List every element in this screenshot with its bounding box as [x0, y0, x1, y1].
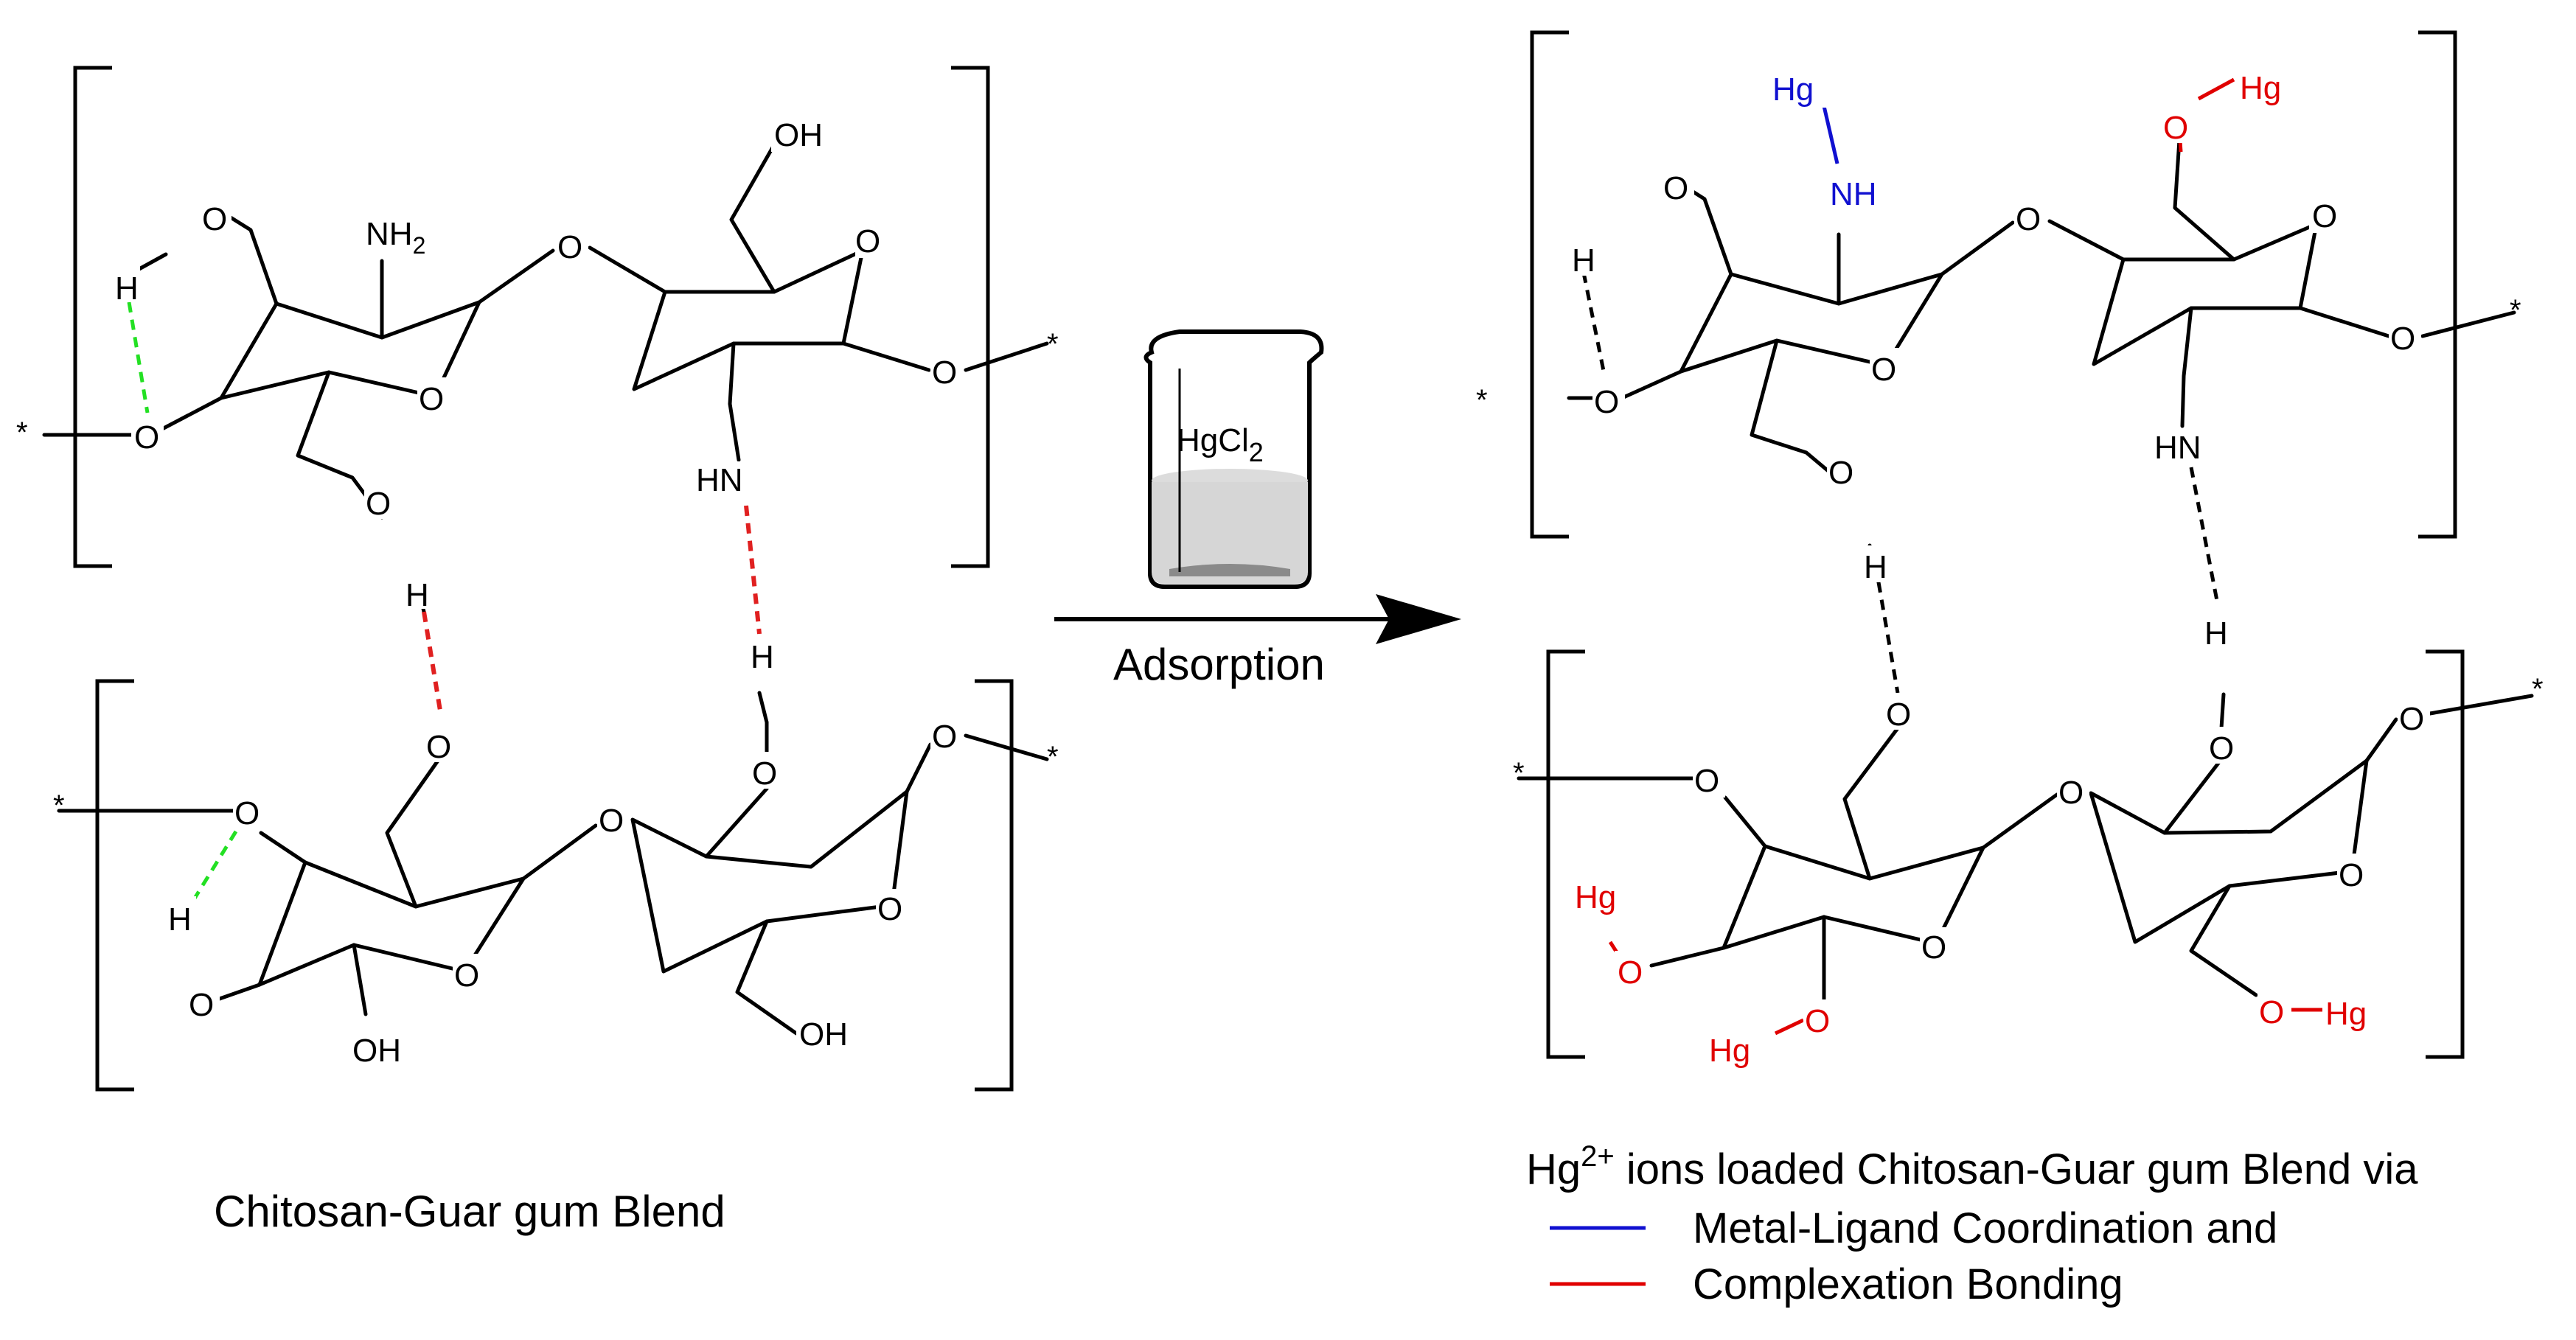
atom-o: O [855, 223, 880, 259]
atom-nh2: NH2 [366, 216, 425, 259]
atom-hn: HN [2154, 430, 2201, 466]
atom-o: O [2058, 775, 2084, 811]
right-bracket-bottom-open [1546, 649, 1585, 1059]
atom-h: H [115, 271, 139, 307]
atom-o: O [366, 486, 391, 522]
chain-end-star: * [1513, 757, 1525, 789]
right-inter-hbond-hydroxyl [1876, 582, 1900, 694]
complexation-bond [2197, 77, 2235, 101]
atom-o: O [1694, 763, 1719, 799]
left-upper-ring-b [632, 145, 1049, 462]
chain-end-star: * [1047, 741, 1059, 773]
atom-o: O [1886, 697, 1911, 733]
atom-hg: Hg [2240, 70, 2281, 106]
right-intra-hbond [1581, 272, 1606, 375]
atom-o: O [557, 229, 582, 265]
right-inter-hbond-amine [2189, 467, 2220, 605]
legend-title: Hg2+ ions loaded Chitosan-Guar gum Blend… [1526, 1140, 2418, 1193]
right-structure: O H O * Hg NH O O H O O Hg O O * [1476, 30, 2544, 1308]
atom-h: H [1864, 549, 1887, 585]
atom-oh: OH [799, 1016, 848, 1053]
atom-hg: Hg [1709, 1033, 1750, 1069]
atom-o: O [599, 803, 624, 839]
beaker-icon: HgCl2 [1143, 329, 1324, 589]
right-bracket-top-open [1530, 30, 1569, 539]
left-intra-hbond-top [127, 301, 150, 413]
chain-end-star: * [2532, 673, 2544, 705]
atom-o: O [752, 756, 777, 792]
atom-o: O [234, 795, 260, 831]
atom-o: O [202, 201, 227, 237]
left-bracket-bottom-close [975, 679, 1014, 1092]
legend-item-complexation: Complexation Bonding [1693, 1260, 2123, 1308]
atom-o: O [2016, 201, 2041, 237]
left-structure-caption: Chitosan-Guar gum Blend [214, 1187, 725, 1236]
atom-o: O [189, 987, 214, 1023]
complexation-bond [1774, 1018, 1805, 1036]
left-bracket-top-close [951, 66, 990, 568]
atom-hg: Hg [1772, 71, 1814, 108]
chain-end-star: * [53, 789, 65, 822]
atom-oh: OH [774, 117, 823, 153]
left-lower-ring-d [630, 691, 1049, 1036]
right-bracket-top-close [2418, 30, 2457, 539]
atom-o: O [2390, 321, 2415, 357]
left-bracket-top-open [73, 66, 112, 568]
left-structure: O H O * NH2 O O H O OH O O * HN [16, 66, 1059, 1236]
reaction-arrow-head [1376, 594, 1461, 644]
atom-hg: Hg [1575, 879, 1616, 915]
atom-o: O [1921, 929, 1946, 966]
left-intra-hbond-bottom [191, 830, 238, 902]
atom-o: O [1805, 1003, 1830, 1039]
atom-o: O [1828, 455, 1853, 491]
atom-o: O [1594, 384, 1619, 420]
chain-end-star: * [1476, 384, 1488, 416]
atom-o: O [932, 719, 957, 755]
left-bracket-bottom-open [95, 679, 134, 1092]
atom-o: O [2312, 198, 2337, 234]
left-inter-hbond-amine [744, 505, 762, 635]
reaction-condition: Adsorption [1113, 640, 1325, 689]
atom-h: H [2204, 615, 2228, 652]
atom-o: O [1663, 170, 1688, 206]
atom-o: O [2339, 857, 2364, 893]
legend: Hg2+ ions loaded Chitosan-Guar gum Blend… [1526, 1140, 2418, 1308]
atom-nh: NH [1830, 176, 1877, 212]
reagent-label: HgCl2 [1177, 422, 1264, 467]
atom-hn: HN [696, 462, 743, 498]
atom-h: H [168, 901, 192, 938]
atom-h: H [405, 577, 429, 613]
atom-o: O [2259, 994, 2284, 1030]
atom-oh: OH [352, 1033, 401, 1069]
atom-o: O [419, 381, 444, 417]
atom-o: O [426, 729, 451, 765]
atom-o: O [2209, 730, 2234, 767]
chain-end-star: * [1047, 328, 1059, 360]
atom-o: O [2399, 701, 2424, 737]
coordination-bond [1822, 105, 1839, 164]
atom-o: O [932, 355, 957, 391]
atom-o: O [454, 957, 479, 994]
chain-end-star: * [2510, 294, 2521, 327]
atom-hg: Hg [2325, 996, 2367, 1032]
right-bracket-bottom-close [2426, 649, 2465, 1059]
left-lower-ring-c [57, 758, 598, 1016]
legend-item-coordination: Metal-Ligand Coordination and [1693, 1204, 2277, 1252]
atom-o: O [877, 891, 902, 927]
atom-o: O [2163, 110, 2188, 146]
left-inter-hbond-hydroxyl [422, 611, 443, 716]
reaction-arrow-group: HgCl2 Adsorption [1054, 329, 1461, 689]
atom-o: O [1618, 955, 1643, 991]
atom-h: H [1572, 242, 1595, 279]
atom-o: O [134, 419, 159, 456]
chain-end-star: * [16, 416, 28, 449]
atom-h: H [751, 639, 774, 675]
atom-o: O [1871, 352, 1896, 388]
